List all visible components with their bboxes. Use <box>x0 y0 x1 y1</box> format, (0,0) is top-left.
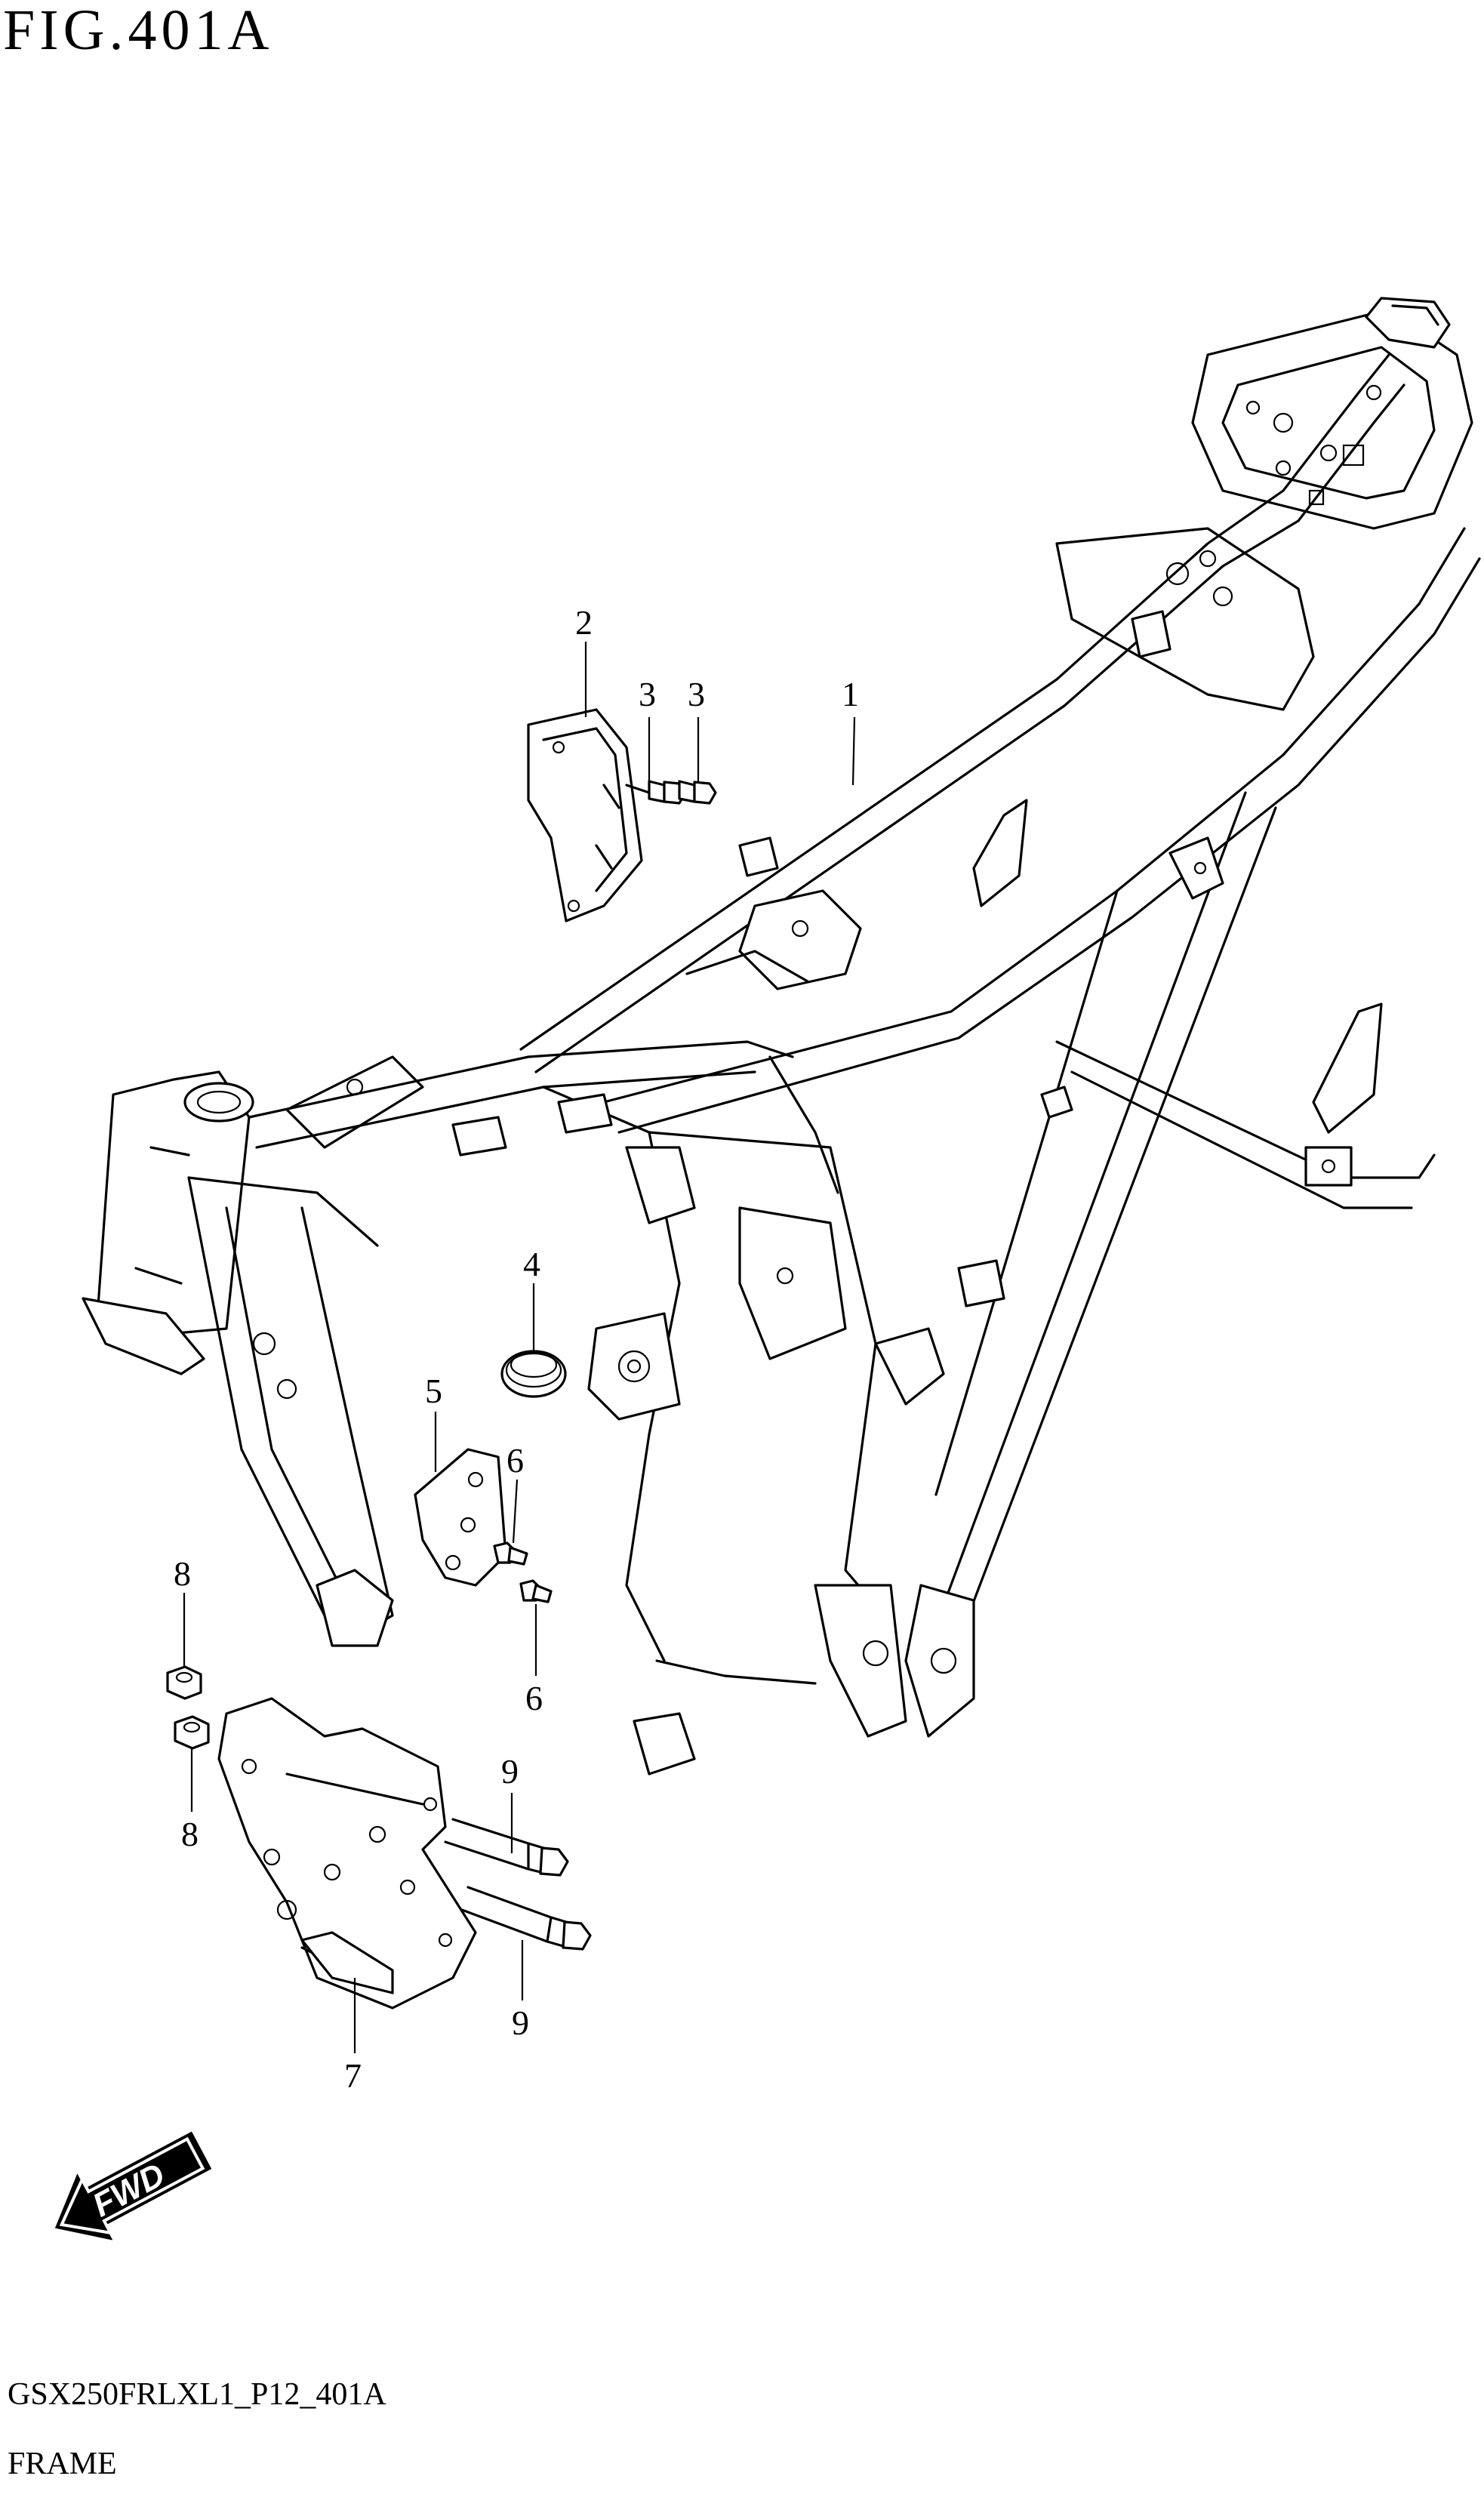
callout-numbers: 1 2 3 3 4 5 6 6 7 8 8 9 9 <box>174 603 859 2095</box>
figure-name: FRAME <box>8 2447 117 2481</box>
figure-code: GSX250FRLXL1_P12_401A <box>8 2377 386 2412</box>
main-frame-part-1 <box>82 297 1481 1775</box>
callout-leaders <box>183 642 856 2053</box>
grommet-part-4 <box>500 1350 567 1398</box>
small-bolt-part-6 <box>493 1541 553 1603</box>
nut-part-8 <box>166 1665 210 1750</box>
mounting-plate-part-5 <box>414 1448 507 1587</box>
callout-2: 2 <box>575 603 593 642</box>
callout-7: 7 <box>344 2056 362 2095</box>
callout-6-lower: 6 <box>525 1679 543 1717</box>
callout-8-upper: 8 <box>174 1554 191 1593</box>
lower-bracket-part-7 <box>217 1697 477 2010</box>
callout-3-right: 3 <box>688 675 705 713</box>
callout-8-lower: 8 <box>181 1815 199 1853</box>
long-bolt-part-9 <box>444 1818 592 1951</box>
figure-title: FIG.401A <box>3 0 274 62</box>
callout-5: 5 <box>425 1372 442 1410</box>
callout-9-lower: 9 <box>512 2003 529 2042</box>
bracket-part-2 <box>527 708 643 922</box>
bolt-part-3 <box>625 780 717 805</box>
callout-9-upper: 9 <box>501 1752 519 1791</box>
callout-4: 4 <box>523 1245 540 1283</box>
forward-direction-arrow-icon: FWD <box>54 2131 212 2241</box>
callout-3-left: 3 <box>639 675 656 713</box>
callout-1: 1 <box>842 675 859 713</box>
callout-6-upper: 6 <box>506 1441 524 1480</box>
